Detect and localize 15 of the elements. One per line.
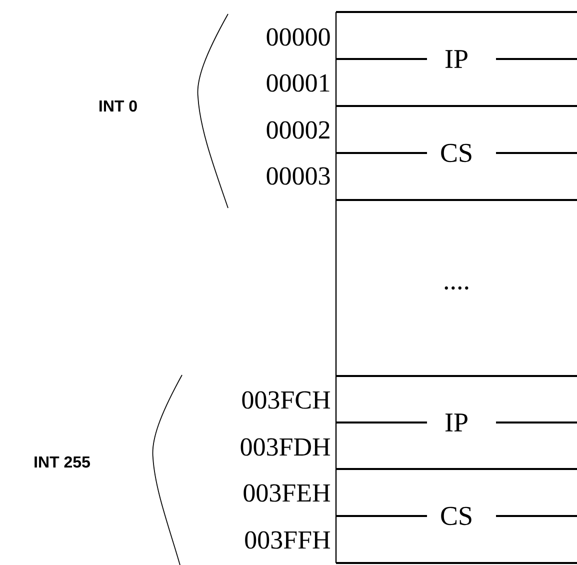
address-label: 00003 [266, 167, 330, 185]
interrupt-label: INT 255 [34, 456, 90, 468]
address-label: 003FEH [244, 484, 330, 502]
memory-cell: .... [335, 199, 577, 377]
address-label: 003FDH [240, 438, 330, 456]
memory-cell: CS [335, 468, 577, 564]
memory-cell: IP [335, 11, 577, 107]
interrupt-label: INT 0 [100, 100, 137, 112]
address-label: 00000 [266, 28, 330, 46]
memory-cell: IP [335, 375, 577, 470]
address-label: 003FCH [242, 391, 330, 409]
memory-cell: CS [335, 105, 577, 201]
address-label: 003FFH [245, 531, 330, 549]
address-label: 00001 [266, 74, 330, 92]
address-label: 00002 [266, 121, 330, 139]
